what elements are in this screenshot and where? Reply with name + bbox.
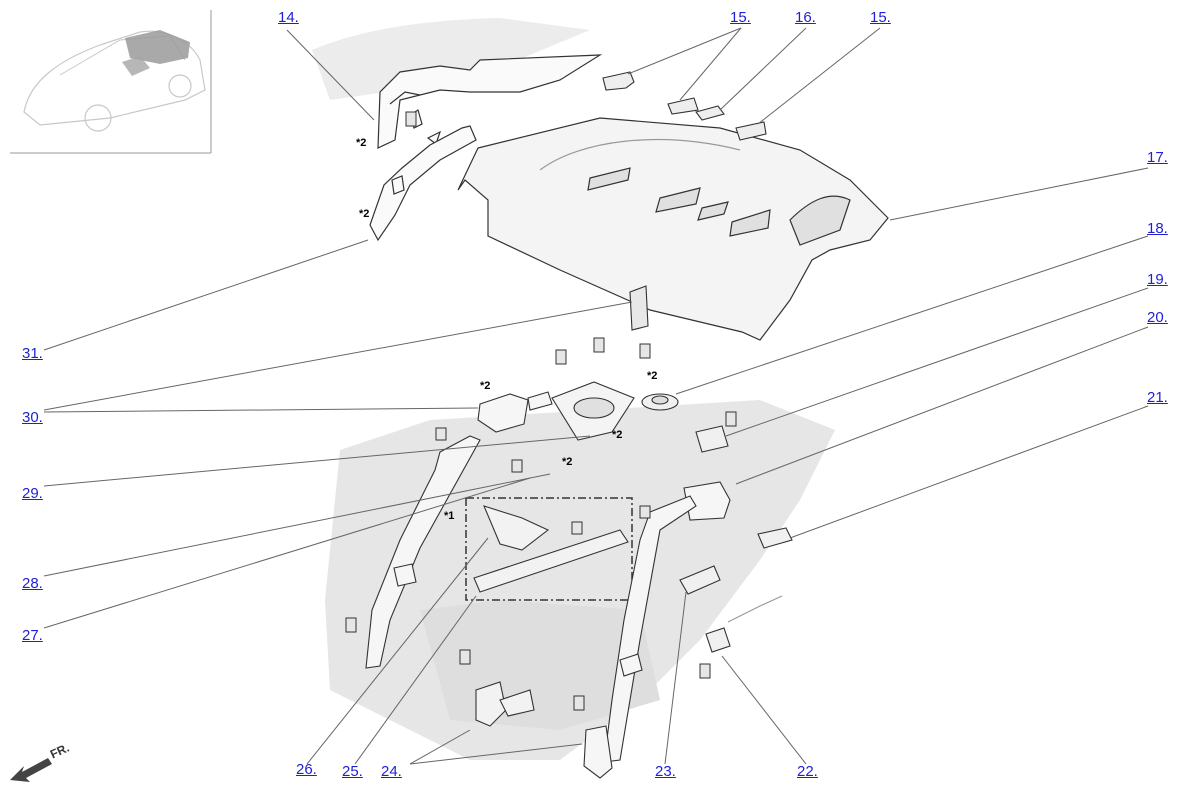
callout-21[interactable]: 21. <box>1147 389 1168 406</box>
note-marker: *2 <box>647 370 658 382</box>
callout-22[interactable]: 22. <box>797 763 818 780</box>
callout-23[interactable]: 23. <box>655 763 676 780</box>
note-marker: *2 <box>480 380 491 392</box>
callout-24[interactable]: 24. <box>381 763 402 780</box>
note-marker: *2 <box>562 456 573 468</box>
note-marker: *2 <box>612 429 623 441</box>
speaker-grommet <box>641 393 679 411</box>
trim-clip-16 <box>695 105 725 121</box>
lower-pillar-trim <box>369 125 477 242</box>
callout-28[interactable]: 28. <box>22 575 43 592</box>
retractor-bracket-19 <box>695 425 729 453</box>
callout-15-right[interactable]: 15. <box>870 9 891 26</box>
center-strap-bracket <box>629 285 649 331</box>
anchor-22 <box>705 595 783 653</box>
bolts <box>345 111 737 711</box>
speaker-housing <box>551 381 635 441</box>
callout-30[interactable]: 30. <box>22 409 43 426</box>
note-marker: *1 <box>444 510 455 522</box>
seatbelt-buckle <box>475 681 535 727</box>
belt-guide-23 <box>679 565 721 595</box>
callout-14[interactable]: 14. <box>278 9 299 26</box>
callout-27[interactable]: 27. <box>22 627 43 644</box>
trim-clip-15b <box>667 97 699 115</box>
trim-clip-15c <box>735 121 767 141</box>
callout-26[interactable]: 26. <box>296 761 317 778</box>
left-seatbelt-assembly <box>365 391 553 669</box>
note-marker: *2 <box>359 208 370 220</box>
callout-16[interactable]: 16. <box>795 9 816 26</box>
callout-20[interactable]: 20. <box>1147 309 1168 326</box>
leader-lines <box>43 27 1149 765</box>
vehicle-locator-thumbnail <box>10 10 212 154</box>
callout-29[interactable]: 29. <box>22 485 43 502</box>
rear-parcel-shelf <box>457 117 889 341</box>
callout-25[interactable]: 25. <box>342 763 363 780</box>
front-direction-arrow-icon <box>10 758 52 782</box>
buckle-bracket-group <box>465 497 633 601</box>
callout-31[interactable]: 31. <box>22 345 43 362</box>
callout-19[interactable]: 19. <box>1147 271 1168 288</box>
note-marker: *2 <box>356 137 367 149</box>
right-seatbelt-assembly <box>583 481 731 779</box>
callout-18[interactable]: 18. <box>1147 220 1168 237</box>
callout-17[interactable]: 17. <box>1147 149 1168 166</box>
trim-clip-15a <box>602 71 635 91</box>
callout-15-left[interactable]: 15. <box>730 9 751 26</box>
bracket-21 <box>757 527 793 549</box>
